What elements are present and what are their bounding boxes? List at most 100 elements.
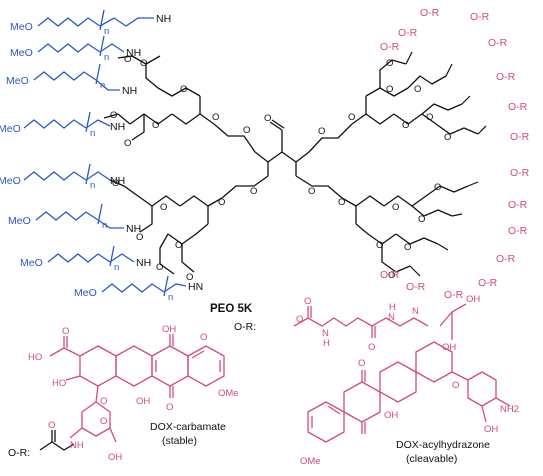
peg-meo-3: MeO (6, 75, 29, 87)
svg-text:O: O (124, 138, 131, 149)
dox-acylhydrazone-linker (293, 303, 467, 340)
dox-acylhydrazone-structure (307, 341, 511, 443)
svg-text:O: O (296, 314, 303, 325)
svg-text:O: O (243, 125, 250, 136)
peg-chains (23, 9, 187, 297)
peg-amide-labels: NH NH NH NH NH NH NH HN (110, 13, 203, 293)
dox-carbamate-structure (49, 334, 225, 443)
or-15: O-R (380, 41, 400, 53)
svg-text:O: O (386, 84, 393, 95)
or-11: O-R (478, 277, 498, 289)
dox-carbamate-note: (stable) (162, 435, 197, 447)
svg-text:O: O (100, 396, 107, 407)
or-5: O-R (508, 101, 528, 113)
peg-labels: MeO n MeO n MeO n MeO n MeO n MeO n MeO … (0, 21, 173, 303)
svg-text:O: O (452, 380, 459, 391)
peg-nh-2: NH (126, 47, 141, 59)
core-oxygen-labels: OOO OOO OOO OOO OOO OO OOO OOO OO OOO OO… (110, 54, 451, 283)
svg-text:O: O (212, 112, 219, 123)
peg-nh-4: NH (110, 121, 125, 133)
peg-n-6: n (102, 220, 107, 231)
or-14: O-R (380, 269, 400, 281)
or-6: O-R (510, 131, 530, 143)
svg-text:O: O (136, 232, 143, 243)
peg-meo-1: MeO (10, 21, 33, 33)
peg-meo-2: MeO (10, 47, 33, 59)
or-13: O-R (406, 281, 426, 293)
peg-n-8: n (168, 292, 173, 303)
or-labels: O-R O-R O-R O-R O-R O-R O-R O-R O-R O-R … (380, 7, 530, 301)
peg-meo-8: MeO (74, 287, 97, 299)
svg-text:O: O (160, 202, 167, 213)
svg-text:OH: OH (466, 294, 480, 305)
svg-text:OMe: OMe (218, 388, 239, 399)
or-2: O-R (470, 11, 490, 23)
svg-text:NH2: NH2 (500, 404, 519, 415)
svg-text:O: O (100, 416, 107, 427)
svg-text:O: O (124, 54, 131, 65)
dox-carbamate-atoms: O HO HO O OH O OMe OH O O O NH OH (28, 324, 239, 463)
svg-text:O: O (152, 120, 159, 131)
svg-text:H: H (389, 302, 396, 313)
peg-nh-8: HN (188, 281, 203, 293)
svg-text:O: O (338, 197, 345, 208)
dox-carbamate-name: DOX-carbamate (150, 421, 226, 433)
svg-text:O: O (175, 240, 182, 251)
svg-text:O: O (318, 126, 325, 137)
svg-text:N: N (322, 328, 329, 339)
svg-text:O: O (426, 112, 433, 123)
svg-text:H: H (323, 338, 330, 349)
svg-text:OH: OH (162, 324, 176, 335)
dox-acylhydrazone-atoms: O O N H N H N OH O OH O O OH OMe NH2 OH (296, 294, 519, 467)
or-4: O-R (496, 71, 516, 83)
peg-n-3: n (100, 80, 105, 91)
svg-text:O: O (264, 113, 271, 124)
dox-acylhydrazone-or-prefix: O-R: (234, 321, 256, 333)
or-16: O-R (398, 27, 418, 39)
or-3: O-R (488, 37, 508, 49)
peg-meo-5: MeO (0, 175, 21, 187)
peg-nh-7: NH (136, 257, 151, 269)
peg-n-2: n (104, 52, 109, 63)
svg-text:OMe: OMe (300, 456, 321, 467)
dendrimer-core (103, 55, 479, 275)
svg-text:O: O (186, 272, 193, 283)
svg-text:O: O (376, 240, 383, 251)
svg-text:O: O (180, 84, 187, 95)
svg-text:O: O (156, 262, 163, 273)
svg-text:OH: OH (484, 424, 498, 435)
svg-text:OH: OH (442, 342, 456, 353)
svg-text:N: N (388, 312, 395, 323)
svg-text:O: O (140, 58, 147, 69)
peg-nh-1: NH (156, 13, 171, 25)
svg-text:O: O (110, 110, 117, 121)
or-terminal-bonds (405, 51, 487, 277)
peg-meo-7: MeO (20, 257, 43, 269)
svg-text:O: O (308, 186, 315, 197)
svg-text:O: O (386, 58, 393, 69)
svg-text:O: O (404, 242, 411, 253)
or-1: O-R (420, 7, 440, 19)
dox-acylhydrazone-note: (cleavable) (406, 453, 457, 465)
peg-n-4: n (90, 128, 95, 139)
svg-text:O: O (166, 402, 173, 413)
svg-text:OH: OH (384, 410, 398, 421)
svg-text:O: O (250, 186, 257, 197)
svg-text:O: O (348, 112, 355, 123)
svg-text:O: O (402, 120, 409, 131)
peg-nh-5: NH (110, 175, 125, 187)
dox-acylhydrazone-name: DOX-acylhydrazone (396, 439, 490, 451)
or-9: O-R (508, 225, 528, 237)
peg-n-5: n (90, 180, 95, 191)
peg-nh-3: NH (122, 85, 137, 97)
svg-text:O: O (218, 197, 225, 208)
svg-text:HO: HO (52, 378, 66, 389)
dox-carbamate-linker (39, 430, 75, 451)
svg-text:O: O (48, 420, 55, 431)
dox-carbamate-or-prefix: O-R: (8, 447, 30, 459)
peg-size-label: PEO 5K (210, 303, 253, 315)
svg-text:O: O (304, 296, 311, 307)
or-12: O-R (444, 289, 464, 301)
svg-text:O: O (418, 214, 425, 225)
